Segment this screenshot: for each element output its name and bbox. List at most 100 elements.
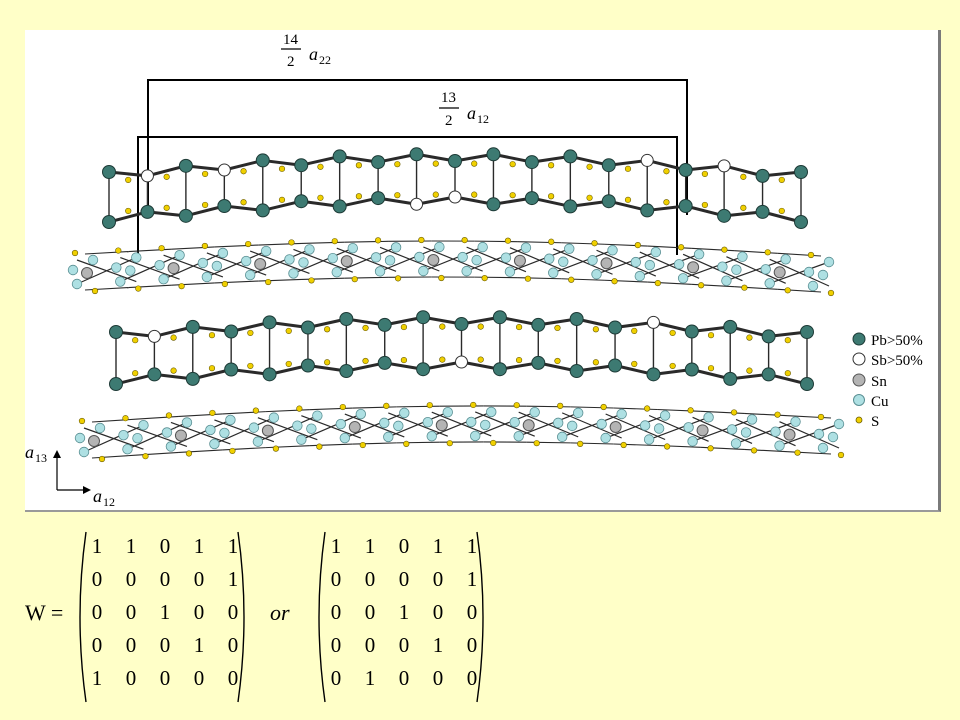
matrix-w-second-cell: 0 [432,600,444,624]
bond-line [344,412,405,439]
cu-atom [298,257,309,268]
cu-atom [390,242,402,253]
s-atom [288,239,295,246]
s-atom [461,237,468,244]
bond-line [301,241,345,244]
s-atom [471,191,478,198]
axis-a13-symbol: a [25,442,34,462]
pb-atom [717,208,732,223]
label-a22-symbol: a [309,44,318,64]
s-atom [707,445,714,452]
cu-atom [331,266,342,278]
sb-marker-icon [852,352,866,366]
matrix-w-second-cell: 0 [330,567,342,591]
pb-atom [178,208,193,223]
s-atom [324,359,331,366]
s-atom [778,176,785,184]
sn-atom [609,421,622,434]
cu-atom [480,419,491,431]
s-atom [624,165,632,172]
matrix-w-second-cell: 1 [432,633,444,657]
s-atom [394,161,401,168]
bond-line [388,411,448,438]
pb-atom [794,215,808,229]
sn-atom [254,258,267,271]
bond-line [214,244,259,248]
cu-atom [115,276,126,287]
s-atom [548,193,555,200]
pb-atom [178,158,193,173]
s-atom [324,326,331,333]
s-atom [548,162,555,169]
pb-atom [332,199,347,214]
label-a12-symbol: a [467,103,476,123]
s-atom [592,326,599,333]
cu-atom [461,265,472,277]
cu-atom [174,249,185,261]
bond-line [163,252,224,280]
bond-line [170,419,231,448]
cu-atom [304,244,315,255]
s-atom [432,191,439,198]
bond-line [222,447,266,451]
pb-atom [416,310,431,325]
cu-atom [165,441,177,452]
s-atom [620,441,627,449]
s-atom [701,170,708,178]
legend-label-sb: Sb>50% [871,353,923,369]
s-atom [135,285,142,292]
pb-atom [377,317,392,332]
s-atom [611,278,618,285]
sn-atom [783,428,796,441]
s-atom [654,279,661,287]
axis-a13-subscript: 13 [35,451,47,465]
s-atom [418,236,425,244]
s-atom [317,163,324,170]
matrix-w-first-cell: 0 [125,600,137,624]
s-atom [383,402,390,409]
sn-atom [687,261,700,274]
s-atom [400,356,408,364]
s-atom [746,334,753,341]
pb-atom [262,315,277,330]
bond-line [84,286,129,291]
sb-atom [410,197,424,211]
matrix-w-second-parentheses [318,531,484,703]
cu-atom [770,426,781,437]
sb-atom [717,159,731,173]
cu-atom [731,264,742,275]
pb-atom [569,364,584,379]
s-atom [624,196,632,203]
cu-atom [211,260,223,272]
legend-label-sn: Sn [871,374,887,390]
s-atom [746,367,753,374]
legend-item-s: S [855,414,879,430]
pb-atom [761,329,776,344]
matrix-w-first-cell: 0 [193,600,205,624]
cu-atom [217,247,229,259]
s-atom [477,323,484,330]
pb-atom [640,203,655,218]
sn-atom [167,262,180,275]
s-atom [201,242,208,250]
bond-line [128,284,172,289]
pb-atom [601,194,616,209]
bond-line [309,407,353,411]
legend-label-s: S [871,414,879,430]
s-atom [185,450,193,457]
pb-atom [486,147,501,162]
sn-atom [174,429,187,442]
cu-atom [158,273,169,285]
cu-atom [132,432,143,444]
legend-label-cu: Cu [871,394,889,410]
matrix-w-first-cell: 1 [91,666,103,690]
bond-line [769,261,830,284]
cu-atom [544,253,555,264]
s-atom [209,409,216,417]
matrix-w-first-cell: 1 [193,534,205,558]
cu-atom [687,436,698,447]
pb-atom [371,155,386,170]
cu-atom [556,431,568,443]
cu-atom [118,429,129,441]
